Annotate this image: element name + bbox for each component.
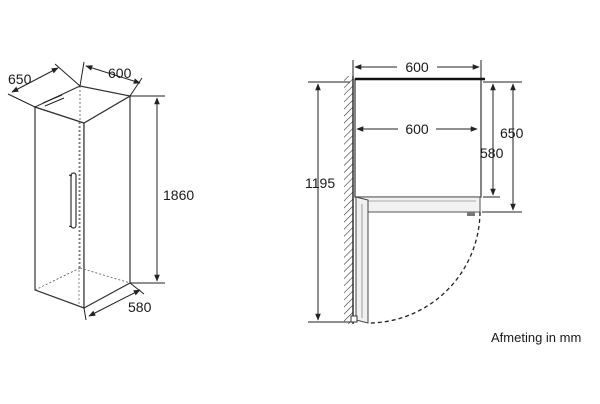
fridge-top-view: [344, 76, 485, 324]
label-left-bottom-depth: 580: [128, 299, 152, 315]
hidden-bottom-right: [79, 267, 131, 284]
dim-left-depth: 650: [7, 63, 81, 108]
handle-bracket-bottom: [68, 225, 73, 228]
dim-right-inner-width: 600: [356, 120, 478, 137]
fridge-front-face: [34, 106, 85, 309]
wall-hatch: [344, 76, 353, 324]
label-right-body-depth: 580: [480, 145, 504, 161]
dim-right-outer-width: 600: [352, 58, 482, 78]
fridge-isometric-view: [33, 85, 132, 310]
door-handle: [70, 172, 77, 229]
label-left-height: 1860: [163, 187, 194, 203]
top-strip-edge: [44, 97, 65, 107]
label-right-inner-width: 600: [405, 121, 429, 137]
fridge-body-plan: [354, 78, 482, 198]
handle-bracket-top: [68, 174, 73, 177]
dim-left-height: 1860: [130, 95, 194, 284]
door-handle-plan: [467, 212, 475, 216]
dim-left-bottom-depth: 580: [83, 282, 152, 321]
dim-right-body-depth: 580: [480, 81, 504, 198]
dim-right-depth-with-door: 650: [482, 81, 524, 213]
dim-right-total-depth: 1195: [305, 81, 350, 323]
label-right-outer-width: 600: [405, 59, 429, 75]
units-note: Afmeting in mm: [491, 330, 581, 345]
door-swing-arc: [367, 211, 481, 324]
hidden-bottom-left: [34, 267, 81, 291]
door-closed: [355, 196, 481, 213]
label-right-total-depth: 1195: [305, 175, 335, 191]
dim-left-width: 600: [79, 61, 143, 97]
label-right-depth-with-door: 650: [500, 125, 524, 141]
label-left-width: 600: [108, 65, 132, 81]
top-strip: [42, 94, 63, 104]
label-left-depth: 650: [8, 71, 32, 87]
door-hinge: [350, 315, 358, 323]
